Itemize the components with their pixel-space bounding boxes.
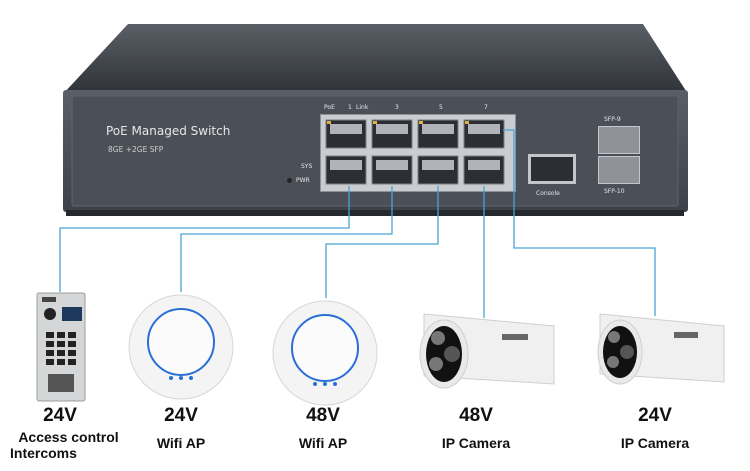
- switch-model-name: PoE Managed Switch: [106, 124, 231, 138]
- bullet-camera-icon: [419, 313, 555, 389]
- intercom-voltage: 24V: [43, 405, 77, 426]
- pwr-led-icon: [287, 178, 292, 183]
- wifi-ap-icon: [128, 294, 234, 400]
- pwr-led-label: PWR: [296, 177, 310, 184]
- port-1-label: 1: [348, 104, 352, 111]
- cable-to-intercom: [59, 186, 350, 292]
- cable-to-wifi-ap-2: [325, 186, 439, 298]
- port-7-label: 7: [484, 104, 488, 111]
- camera-2-voltage: 24V: [638, 405, 672, 426]
- intercom-label-line2: Intercoms: [10, 445, 77, 461]
- console-port: [528, 154, 576, 184]
- camera-2-label: IP Camera: [620, 435, 690, 451]
- sfp10-label: SFP-10: [604, 188, 625, 195]
- poe-switch: PoE Managed Switch 8GE +2GE SFP PoE 1 Li…: [58, 14, 688, 224]
- cable-to-camera-2: [503, 129, 656, 316]
- port-5-label: 5: [439, 104, 443, 111]
- wifi-ap-1-voltage: 24V: [164, 405, 198, 426]
- cable-to-wifi-ap-1: [180, 186, 393, 292]
- wifi-ap-icon: [272, 300, 378, 406]
- switch-spec: 8GE +2GE SFP: [108, 145, 164, 154]
- bullet-camera-icon: [597, 313, 725, 385]
- console-label: Console: [536, 190, 560, 197]
- sfp9-label: SFP-9: [604, 116, 621, 123]
- link-header-label: Link: [356, 104, 369, 111]
- camera-1-label: IP Camera: [441, 435, 511, 451]
- sys-led-label: SYS: [301, 163, 313, 170]
- intercom-label-line1: Access control: [18, 429, 119, 445]
- sfp-9-port: [598, 126, 640, 154]
- rj45-ports: [325, 119, 505, 185]
- wifi-ap-2-voltage: 48V: [306, 405, 340, 426]
- wifi-ap-2-label: Wifi AP: [298, 435, 348, 451]
- poe-header-label: PoE: [324, 104, 335, 111]
- port-3-label: 3: [395, 104, 399, 111]
- sfp-10-port: [598, 156, 640, 184]
- intercom-panel-icon: [36, 292, 86, 402]
- wifi-ap-1-label: Wifi AP: [156, 435, 206, 451]
- camera-1-voltage: 48V: [459, 405, 493, 426]
